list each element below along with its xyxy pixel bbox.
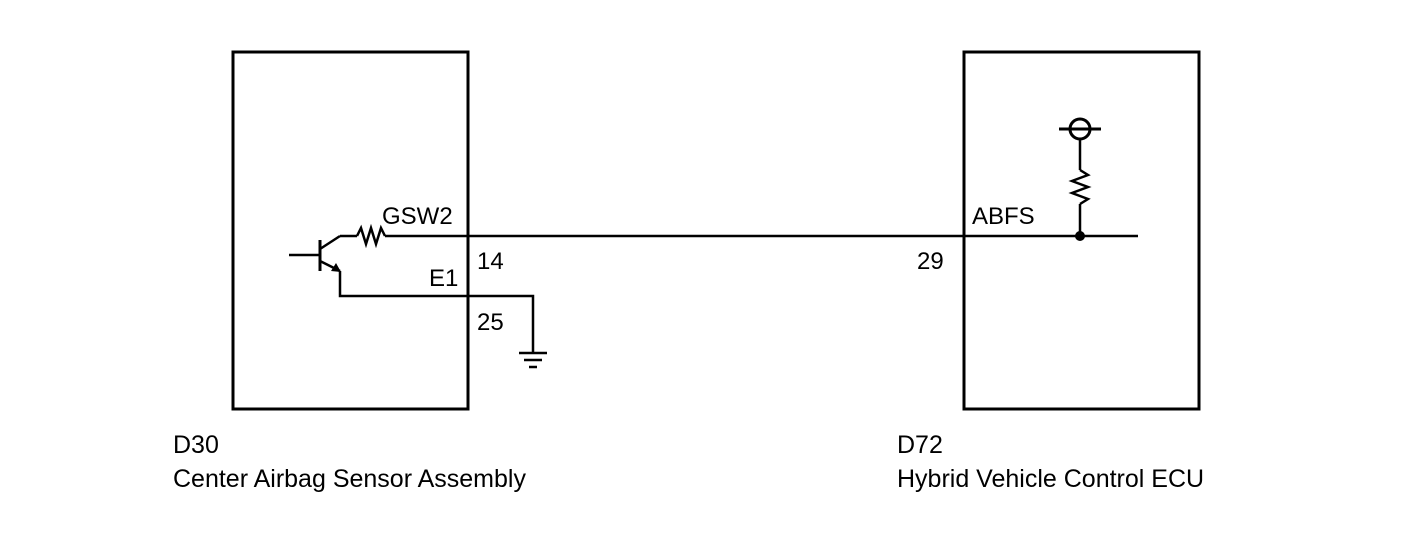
ground-wire — [338, 271, 535, 352]
pullup-resistor-icon — [1068, 168, 1092, 206]
component-code-d72: D72 — [897, 431, 943, 459]
component-name-d72: Hybrid Vehicle Control ECU — [897, 465, 1204, 493]
pin-label-e1: E1 — [429, 265, 458, 292]
center-airbag-sensor-box — [231, 50, 470, 411]
component-code-d30: D30 — [173, 431, 219, 459]
ground-icon — [519, 351, 547, 369]
transistor-icon — [289, 234, 341, 273]
pin-number-25: 25 — [477, 309, 504, 336]
pin-number-14: 14 — [477, 248, 504, 275]
voltage-source-icon — [1059, 117, 1101, 141]
junction-dot — [1075, 231, 1085, 241]
pin-number-29: 29 — [917, 248, 944, 275]
component-name-d30: Center Airbag Sensor Assembly — [173, 465, 526, 493]
pin-label-gsw2: GSW2 — [382, 203, 453, 230]
pin-label-abfs: ABFS — [972, 203, 1035, 230]
resistor-icon — [355, 223, 387, 249]
hybrid-vehicle-ecu-box — [962, 50, 1201, 411]
